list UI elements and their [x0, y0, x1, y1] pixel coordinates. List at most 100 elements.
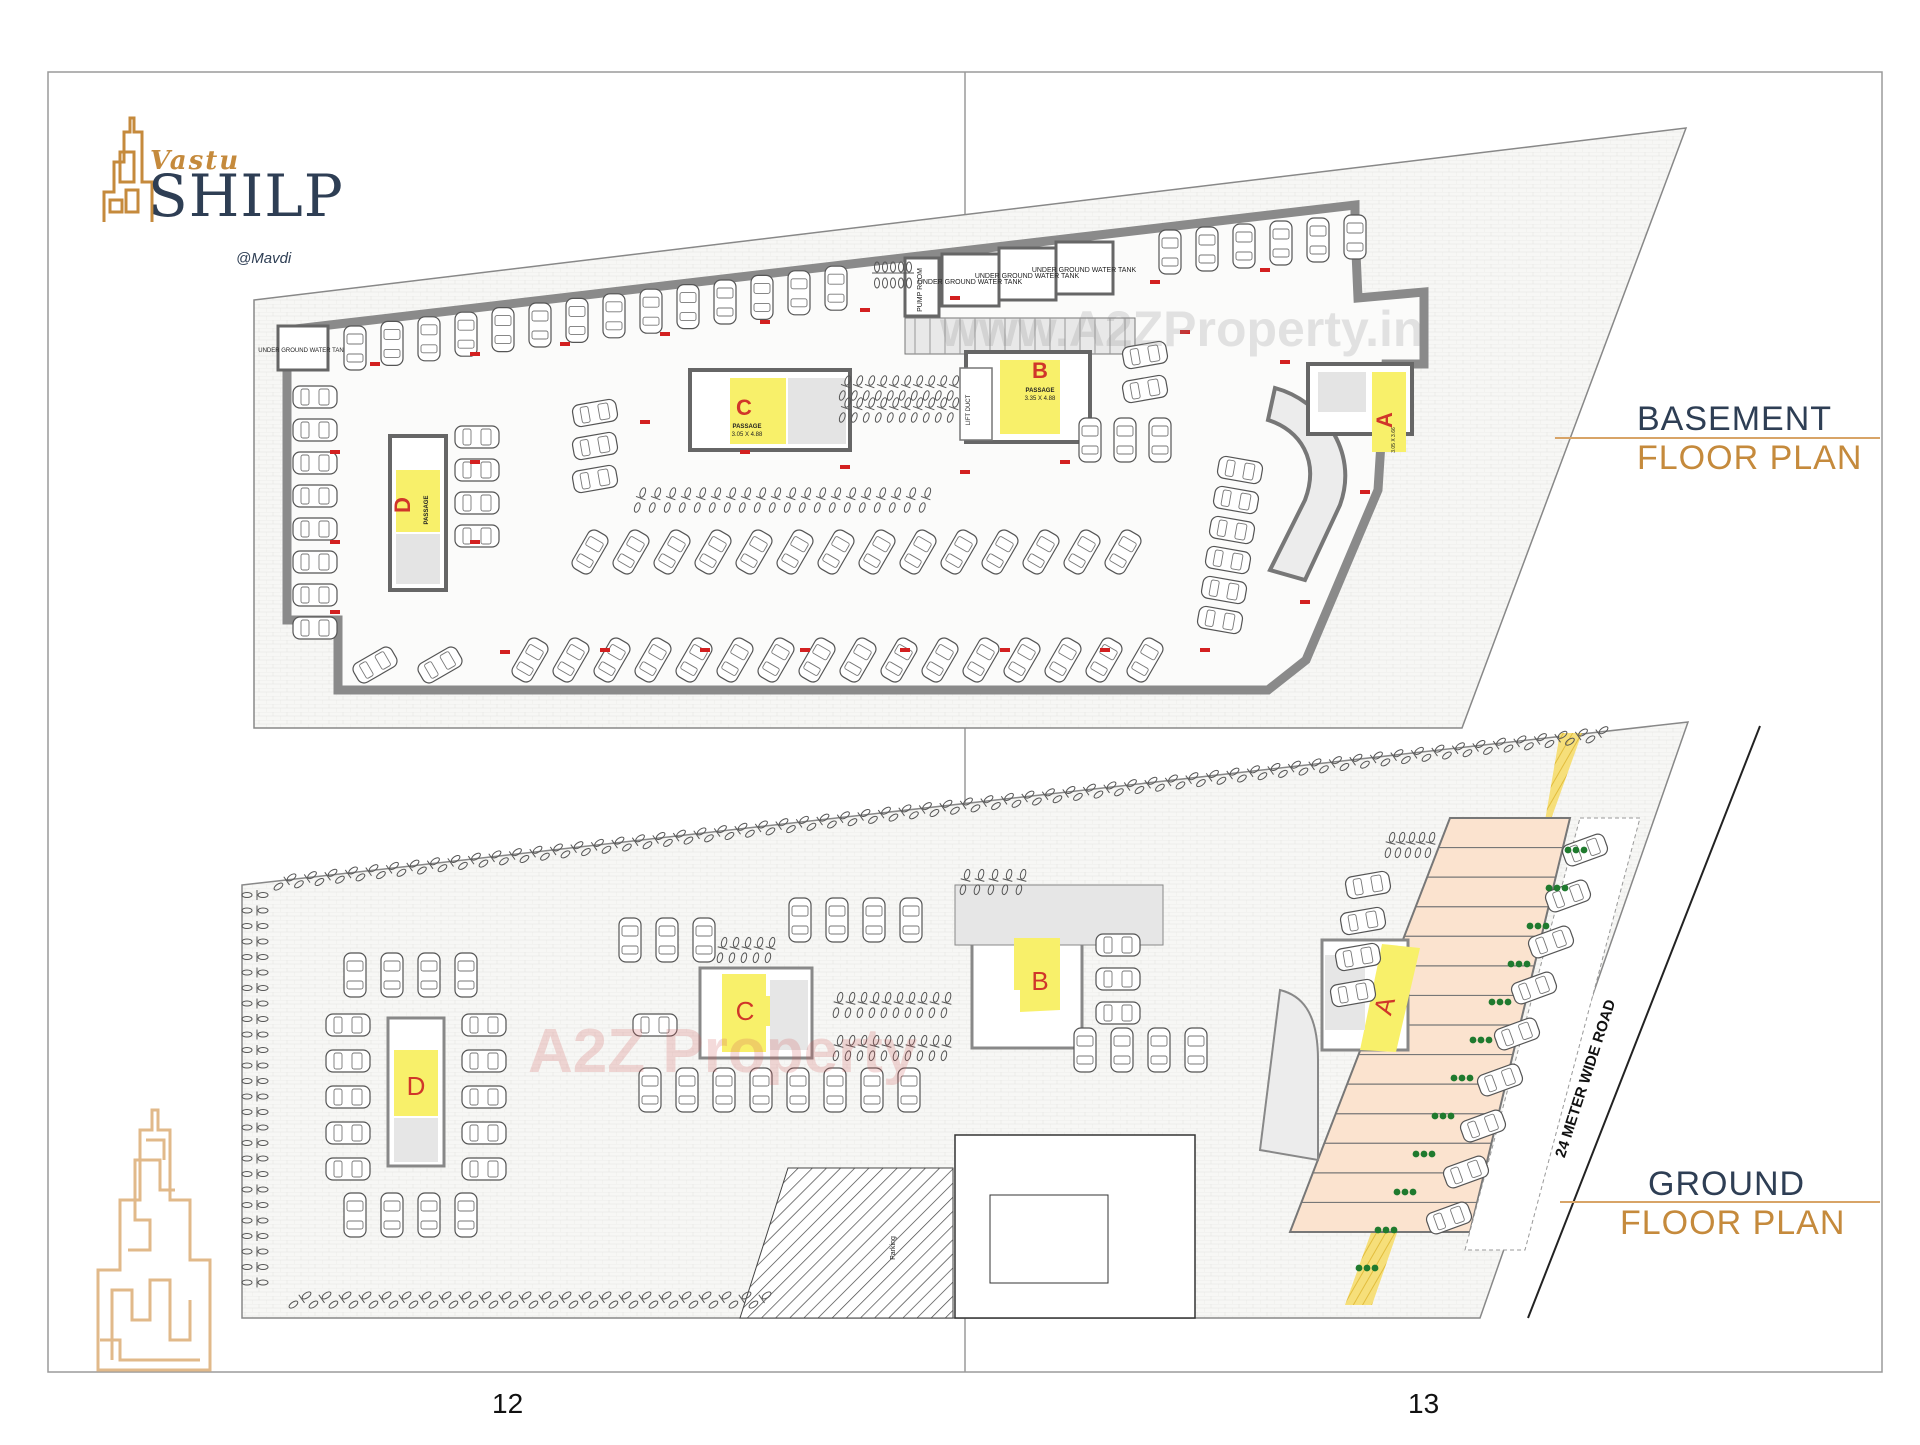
- basement-pillar: [1100, 648, 1110, 652]
- basement-car: [787, 270, 811, 316]
- basement-car: [292, 385, 338, 409]
- tree-icon: [1507, 960, 1515, 968]
- basement-car: [292, 418, 338, 442]
- pump-room-label: PUMP ROOM: [917, 268, 924, 312]
- ground-car: [1095, 1001, 1141, 1025]
- basement-car: [750, 274, 774, 320]
- basement-pillar: [640, 420, 650, 424]
- basement-title: BASEMENT FLOOR PLAN: [1637, 400, 1862, 478]
- basement-pillar: [1360, 490, 1370, 494]
- core-c-letter: C: [736, 395, 752, 420]
- ramp-stripes: [914, 318, 1126, 354]
- ground-title: GROUND FLOOR PLAN: [1620, 1165, 1845, 1243]
- basement-car: [1232, 223, 1256, 269]
- tree-icon: [1469, 1036, 1477, 1044]
- basement-pillar: [470, 540, 480, 544]
- basement-pillar: [700, 648, 710, 652]
- road-edge: [1527, 725, 1761, 1319]
- tank1-label: UNDER GROUND WATER TANK: [918, 279, 1023, 286]
- tree-icon: [1431, 1112, 1439, 1120]
- ground-car: [461, 1049, 507, 1073]
- basement-pillar: [760, 320, 770, 324]
- lift-duct-label: LIFT DUCT: [966, 394, 972, 425]
- core-c-basement: [688, 368, 852, 452]
- ground-car: [417, 952, 441, 998]
- page-number-right: 13: [1408, 1388, 1440, 1419]
- basement-pillar: [1200, 648, 1210, 652]
- tree-icon: [1466, 1074, 1474, 1082]
- basement-car: [292, 616, 338, 640]
- water-tank-4: [276, 324, 330, 372]
- basement-pillar: [330, 450, 340, 454]
- basement-title-rule: [1555, 437, 1880, 439]
- basement-car: [639, 288, 663, 334]
- basement-pillar: [600, 648, 610, 652]
- basement-car: [565, 297, 589, 343]
- brand-location: @Mavdi: [236, 250, 292, 267]
- ground-car: [461, 1121, 507, 1145]
- basement-car: [292, 550, 338, 574]
- core-a-passage: 3.05 X 3.66: [1391, 427, 1397, 453]
- basement-car: [292, 451, 338, 475]
- core-a-basement: [1306, 362, 1414, 452]
- ground-car: [454, 952, 478, 998]
- basement-car: [824, 265, 848, 311]
- tank3-label: UNDER GROUND WATER TANK: [1032, 267, 1137, 274]
- shops-walkway: [1464, 817, 1641, 1251]
- ground-curved-ramp: [1258, 988, 1319, 1162]
- basement-pillar: [960, 470, 970, 474]
- core-c-ground: [698, 966, 814, 1060]
- ground-title-rule: [1560, 1201, 1880, 1203]
- ground-car: [325, 1085, 371, 1109]
- tree-icon: [1371, 1264, 1379, 1272]
- basement-car: [1343, 214, 1367, 260]
- tree-icon: [1363, 1264, 1371, 1272]
- basement-pillar: [1300, 600, 1310, 604]
- basement-car: [380, 320, 404, 366]
- ground-car: [417, 1192, 441, 1238]
- page-number-left: 12: [492, 1388, 524, 1419]
- core-a-letter: A: [1372, 412, 1397, 428]
- basement-car: [1269, 220, 1293, 266]
- tree-icon: [1420, 1150, 1428, 1158]
- tree-icon: [1447, 1112, 1455, 1120]
- basement-pillar: [950, 296, 960, 300]
- ground-car: [380, 1192, 404, 1238]
- ground-car: [899, 897, 923, 943]
- basement-pillar: [800, 648, 810, 652]
- ground-car: [1147, 1027, 1171, 1073]
- basement-car: [292, 517, 338, 541]
- basement-car: [528, 302, 552, 348]
- tree-icon: [1572, 846, 1580, 854]
- tree-icon: [1485, 1036, 1493, 1044]
- tank4-label: UNDER GROUND WATER TANK: [258, 348, 347, 354]
- basement-title-line1: BASEMENT: [1637, 400, 1833, 438]
- annex-room: [989, 1194, 1109, 1284]
- core-d-letter: D: [390, 497, 415, 513]
- basement-pillar: [330, 540, 340, 544]
- basement-pillar: [900, 648, 910, 652]
- basement-car: [1195, 226, 1219, 272]
- watermark-top: www.A2ZProperty.in: [940, 301, 1424, 357]
- basement-pillar: [1060, 460, 1070, 464]
- basement-car: [1148, 417, 1172, 463]
- core-d-ground: [386, 1016, 446, 1168]
- tree-icon: [1580, 846, 1588, 854]
- basement-pillar: [1260, 268, 1270, 272]
- basement-car: [1078, 417, 1102, 463]
- basement-car: [454, 491, 500, 515]
- basement-car: [417, 316, 441, 362]
- basement-pillar: [470, 352, 480, 356]
- basement-pillar: [500, 650, 510, 654]
- basement-car: [343, 325, 367, 371]
- basement-pillar: [1150, 280, 1160, 284]
- core-d-basement: [388, 434, 448, 592]
- basement-car: [1306, 217, 1330, 263]
- ground-car: [461, 1085, 507, 1109]
- ground-car: [1095, 967, 1141, 991]
- tree-icon: [1526, 922, 1534, 930]
- tree-icon: [1355, 1264, 1363, 1272]
- ground-car: [380, 952, 404, 998]
- basement-car: [713, 279, 737, 325]
- ground-car: [692, 917, 716, 963]
